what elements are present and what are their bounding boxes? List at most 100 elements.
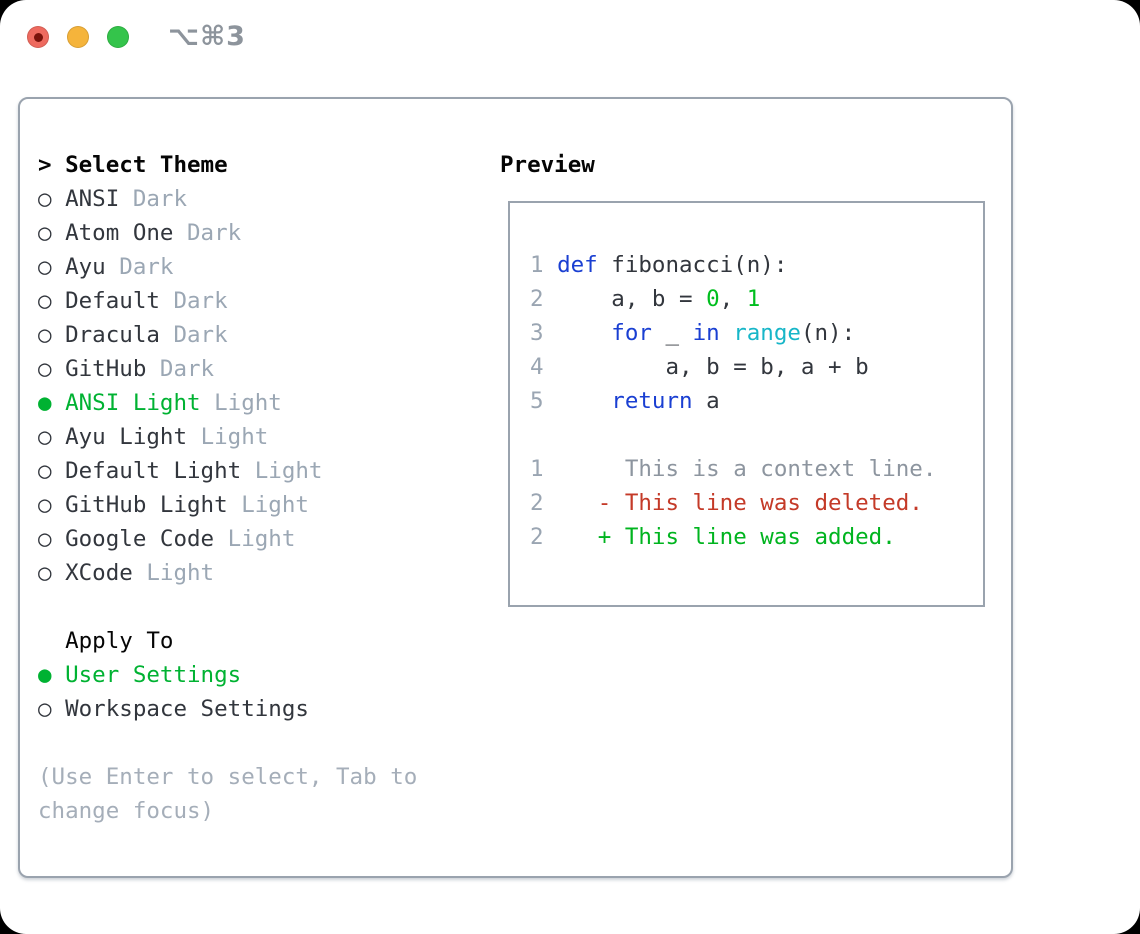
- radio-unselected-icon: ○: [38, 220, 52, 246]
- diff-text: This is a context line.: [597, 456, 937, 482]
- theme-variant-tag: Light: [146, 560, 215, 586]
- preview-header: Preview: [500, 152, 595, 178]
- theme-name: GitHub Light: [65, 492, 228, 518]
- theme-name: Ayu: [65, 254, 106, 280]
- line-number: 4: [530, 354, 544, 380]
- code-token: a, b = b, a + b: [557, 354, 869, 380]
- code-token: [557, 320, 611, 346]
- theme-list: > Select Theme ○ ANSI Dark○ Atom One Dar…: [38, 148, 322, 590]
- code-token: 1: [746, 286, 761, 312]
- line-number: 2: [530, 524, 544, 550]
- line-number: 1: [530, 252, 544, 278]
- preview-gap: [530, 418, 983, 452]
- diff-text: - This line was deleted.: [597, 490, 923, 516]
- theme-option-atom-one[interactable]: ○ Atom One Dark: [38, 216, 322, 250]
- line-number: 3: [530, 320, 544, 346]
- apply-option-user-settings[interactable]: ● User Settings: [38, 658, 309, 692]
- theme-variant-tag: Dark: [119, 254, 174, 280]
- theme-variant-tag: Light: [214, 390, 282, 416]
- diff-text: + This line was added.: [597, 524, 896, 550]
- line-number: 5: [530, 388, 544, 414]
- code-token: ,: [719, 286, 747, 312]
- unsaved-indicator-dot: [33, 32, 43, 42]
- theme-name: Default Light: [65, 458, 242, 484]
- code-token: [557, 388, 611, 414]
- diff-line-context: 1 This is a context line.: [530, 452, 983, 486]
- apply-option-label: User Settings: [65, 662, 242, 688]
- theme-option-google-code[interactable]: ○ Google Code Light: [38, 522, 322, 556]
- theme-option-xcode[interactable]: ○ XCode Light: [38, 556, 322, 590]
- radio-unselected-icon: ○: [38, 356, 52, 382]
- code-token: fibonacci(n):: [597, 252, 788, 278]
- radio-unselected-icon: ○: [38, 288, 52, 314]
- theme-variant-tag: Dark: [132, 186, 188, 212]
- code-token: in: [692, 320, 720, 346]
- code-line: 4 a, b = b, a + b: [530, 350, 983, 384]
- radio-unselected-icon: ○: [38, 254, 52, 280]
- apply-to-header: Apply To: [38, 624, 309, 658]
- code-token: a: [692, 388, 720, 414]
- theme-name: ANSI: [65, 186, 120, 212]
- code-line: 5 return a: [530, 384, 983, 418]
- code-token: (n):: [800, 320, 856, 346]
- radio-unselected-icon: ○: [38, 322, 52, 348]
- diff-line-added: 2 + This line was added.: [530, 520, 983, 554]
- theme-variant-tag: Light: [200, 424, 269, 450]
- focus-prompt-icon: >: [38, 152, 66, 178]
- theme-option-ayu-light[interactable]: ○ Ayu Light Light: [38, 420, 322, 454]
- code-token: for: [611, 320, 652, 346]
- radio-unselected-icon: ○: [38, 526, 52, 552]
- theme-name: Default: [65, 288, 160, 314]
- diff-line-deleted: 2 - This line was deleted.: [530, 486, 983, 520]
- help-line: (Use Enter to select, Tab to: [38, 764, 418, 790]
- window-controls: [27, 26, 129, 48]
- apply-option-label: Workspace Settings: [65, 696, 309, 722]
- theme-variant-tag: Dark: [173, 322, 228, 348]
- code-line: 1 def fibonacci(n):: [530, 248, 983, 282]
- radio-unselected-icon: ○: [38, 186, 52, 212]
- help-text: (Use Enter to select, Tab to change focu…: [38, 760, 417, 828]
- theme-option-default[interactable]: ○ Default Dark: [38, 284, 322, 318]
- theme-option-ansi[interactable]: ○ ANSI Dark: [38, 182, 322, 216]
- code-token: 0: [706, 286, 720, 312]
- zoom-button[interactable]: [107, 26, 129, 48]
- apply-to-section: Apply To ● User Settings○ Workspace Sett…: [38, 624, 309, 726]
- theme-name: Dracula: [65, 322, 160, 348]
- line-number: 1: [530, 456, 544, 482]
- code-token: a, b =: [557, 286, 707, 312]
- theme-option-dracula[interactable]: ○ Dracula Dark: [38, 318, 322, 352]
- radio-selected-icon: ●: [38, 662, 52, 688]
- code-token: def: [557, 252, 598, 278]
- theme-variant-tag: Dark: [187, 220, 242, 246]
- close-button[interactable]: [27, 26, 49, 48]
- radio-unselected-icon: ○: [38, 560, 52, 586]
- theme-option-github[interactable]: ○ GitHub Dark: [38, 352, 322, 386]
- theme-name: Atom One: [65, 220, 174, 246]
- theme-option-default-light[interactable]: ○ Default Light Light: [38, 454, 322, 488]
- radio-unselected-icon: ○: [38, 492, 52, 518]
- theme-option-ayu[interactable]: ○ Ayu Dark: [38, 250, 322, 284]
- code-token: _: [651, 320, 693, 346]
- code-line: 3 for _ in range(n):: [530, 316, 983, 350]
- line-number: 2: [530, 286, 544, 312]
- radio-selected-icon: ●: [38, 390, 52, 416]
- theme-name: ANSI Light: [65, 390, 201, 416]
- theme-name: Ayu Light: [65, 424, 188, 450]
- radio-unselected-icon: ○: [38, 458, 52, 484]
- select-theme-header: > Select Theme: [38, 148, 322, 182]
- line-number: 2: [530, 490, 544, 516]
- apply-option-workspace-settings[interactable]: ○ Workspace Settings: [38, 692, 309, 726]
- theme-name: GitHub: [65, 356, 147, 382]
- theme-variant-tag: Light: [254, 458, 323, 484]
- code-token: range: [733, 320, 801, 346]
- theme-name: Google Code: [65, 526, 215, 552]
- theme-option-github-light[interactable]: ○ GitHub Light Light: [38, 488, 322, 522]
- code-line: 2 a, b = 0, 1: [530, 282, 983, 316]
- minimize-button[interactable]: [67, 26, 89, 48]
- theme-variant-tag: Light: [227, 526, 296, 552]
- window-title: ⌥⌘3: [168, 21, 246, 52]
- theme-name: XCode: [65, 560, 133, 586]
- theme-option-ansi-light[interactable]: ● ANSI Light Light: [38, 386, 322, 420]
